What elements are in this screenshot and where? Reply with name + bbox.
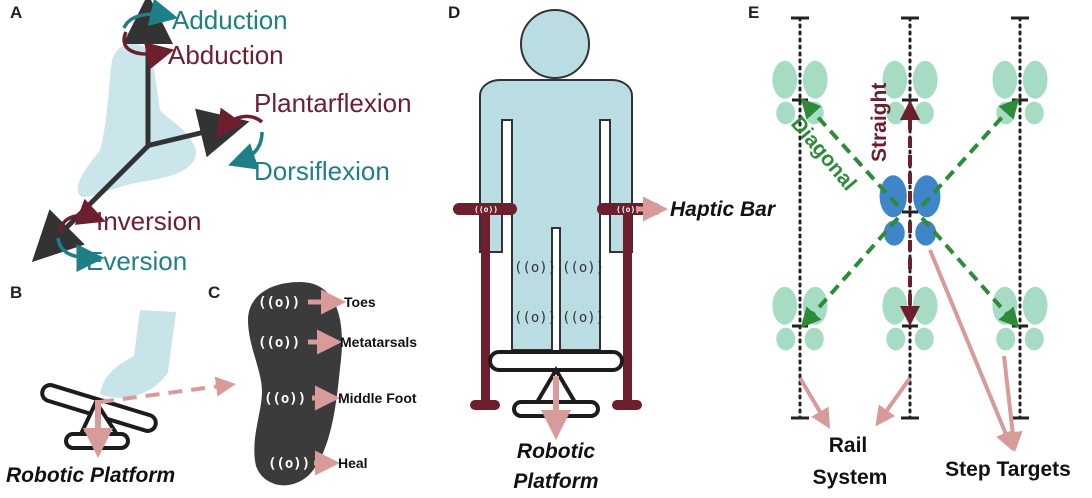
caption-rail-line2: System	[813, 466, 888, 489]
step-target-pointer-center-icon	[928, 249, 1015, 452]
panel-c-letter: C	[208, 283, 220, 302]
panel-b: B Robotic Platform	[6, 283, 236, 487]
dorsiflexion-arrow-icon	[228, 131, 264, 170]
label-dorsiflexion: Dorsiflexion	[254, 156, 390, 186]
caption-step-targets: Step Targets	[945, 458, 1071, 481]
sensor-heal-icon: ((o))	[268, 456, 310, 472]
label-toes: Toes	[344, 294, 376, 310]
rail-pointer-left-icon	[798, 376, 831, 429]
step-target-pointer-right-icon	[1002, 355, 1023, 452]
label-heal: Heal	[338, 455, 368, 471]
panel-b-letter: B	[10, 283, 22, 302]
haptic-bar-left-post	[481, 210, 490, 406]
panel-d: D ((o)) ((o)) Haptic Bar ((o)) ((o)) ((o…	[448, 3, 777, 493]
plantarflexion-arrow-icon	[215, 107, 264, 139]
leg-right-lower-vibration-icon: ((o))	[562, 310, 604, 326]
haptic-bar-right-post	[623, 210, 632, 406]
panel-e: E	[748, 3, 1071, 489]
panel-c: C ((o)) ((o)) ((o)) ((o)) Toes Metatarsa…	[208, 282, 417, 486]
axis-diagonal	[31, 144, 150, 263]
label-plantarflexion: Plantarflexion	[254, 88, 412, 118]
foot-silhouette	[77, 43, 197, 197]
panel-a: A Adduction Abduction Plantarflexion Dor…	[10, 0, 412, 276]
panel-d-letter: D	[448, 3, 460, 22]
abduction-arrow-icon	[122, 31, 175, 70]
caption-robotic-d-line1: Robotic	[517, 440, 595, 463]
diagonal-arrow-up-left-icon	[800, 98, 900, 208]
caption-robotic-platform-b: Robotic Platform	[6, 464, 175, 487]
label-adduction: Adduction	[172, 5, 288, 35]
haptic-bar-right-base	[612, 400, 642, 410]
panel-a-letter: A	[10, 3, 22, 22]
label-metatarsals: Metatarsals	[340, 334, 417, 350]
sensor-toes-icon: ((o))	[258, 295, 300, 311]
adduction-arrow-icon	[122, 0, 179, 29]
caption-robotic-d-line2: Platform	[513, 470, 598, 493]
rail-pointer-center-icon	[875, 376, 912, 427]
haptic-left-vibration-icon: ((o))	[474, 205, 498, 214]
caption-rail-line1: Rail	[829, 434, 868, 457]
insole-icon	[248, 282, 342, 486]
haptic-bar-left	[453, 203, 517, 215]
leg-left-upper-vibration-icon: ((o))	[514, 260, 556, 276]
leg-right-upper-vibration-icon: ((o))	[562, 260, 604, 276]
label-abduction: Abduction	[168, 40, 284, 70]
sensor-middle-foot-icon: ((o))	[264, 391, 306, 407]
label-middle-foot: Middle Foot	[338, 390, 417, 406]
inversion-arrow-icon	[58, 198, 106, 233]
diagonal-arrow-down-left-icon	[800, 216, 900, 328]
person-head	[520, 9, 590, 79]
foot-on-platform	[100, 310, 176, 398]
label-eversion: Eversion	[86, 246, 187, 276]
label-inversion: Inversion	[96, 206, 202, 236]
leg-left-lower-vibration-icon: ((o))	[514, 310, 556, 326]
label-straight: Straight	[868, 83, 891, 162]
diagonal-arrow-up-right-icon	[920, 98, 1020, 208]
diagonal-arrow-down-right-icon	[920, 216, 1020, 328]
haptic-right-vibration-icon: ((o))	[616, 205, 640, 214]
label-haptic-bar: Haptic Bar	[670, 198, 777, 221]
eversion-arrow-icon	[56, 237, 105, 272]
haptic-bar-left-base	[470, 400, 500, 410]
sensor-metatarsals-icon: ((o))	[258, 335, 300, 351]
panel-e-letter: E	[748, 3, 759, 22]
